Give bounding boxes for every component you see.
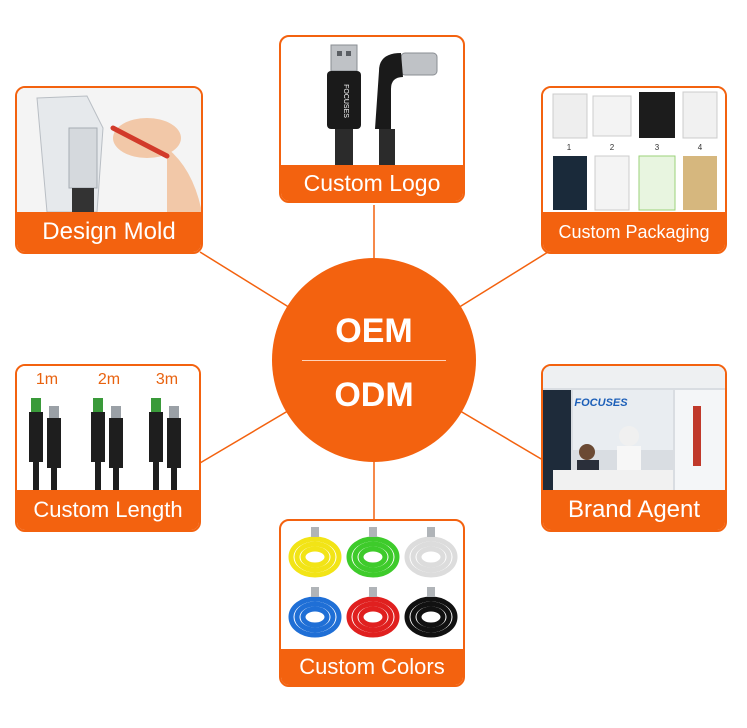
- custom-packaging-label: Custom Packaging: [543, 212, 725, 252]
- odm-label: ODM: [334, 376, 414, 414]
- design-mold-photo: [17, 88, 201, 212]
- custom-colors-photo: [288, 527, 458, 638]
- custom-colors-card: Custom Colors: [279, 519, 465, 687]
- length-1m: 1m: [36, 371, 58, 388]
- design-mold-label: Design Mold: [17, 212, 201, 252]
- brand-agent-card: FOCUSES Brand Agent: [541, 364, 727, 532]
- coiled-cable: [288, 587, 342, 638]
- logo-on-cable: FOCUSES: [342, 84, 349, 118]
- packaging-number: 1: [567, 143, 572, 152]
- length-2m: 2m: [98, 371, 120, 388]
- oem-label: OEM: [335, 312, 413, 350]
- coiled-cable: [346, 587, 400, 638]
- coiled-cable: [288, 527, 342, 578]
- design-mold-card: Design Mold: [15, 86, 203, 254]
- packaging-number: 4: [698, 143, 703, 152]
- custom-length-label: Custom Length: [17, 490, 199, 530]
- booth-logo: FOCUSES: [574, 397, 628, 409]
- coiled-cable: [404, 527, 458, 578]
- brand-agent-label: Brand Agent: [543, 490, 725, 530]
- custom-packaging-photo: 1 2 3 4: [543, 88, 725, 214]
- packaging-number: 2: [610, 143, 615, 152]
- coiled-cable: [404, 587, 458, 638]
- custom-length-card: 1m 2m 3m Custom Length: [15, 364, 201, 532]
- oem-odm-circle: OEM ODM: [272, 258, 476, 462]
- center-divider: [302, 360, 446, 361]
- custom-logo-card: FOCUSES Custom Logo: [279, 35, 465, 203]
- packaging-number: 3: [655, 143, 660, 152]
- brand-agent-photo: FOCUSES: [543, 366, 725, 492]
- custom-logo-photo: FOCUSES: [327, 44, 438, 165]
- custom-length-photo: 1m 2m 3m: [17, 366, 199, 492]
- coiled-cable: [346, 527, 400, 578]
- custom-logo-label: Custom Logo: [281, 165, 463, 201]
- custom-colors-label: Custom Colors: [281, 649, 463, 685]
- custom-packaging-card: 1 2 3 4 Custom Packaging: [541, 86, 727, 254]
- length-3m: 3m: [156, 371, 178, 388]
